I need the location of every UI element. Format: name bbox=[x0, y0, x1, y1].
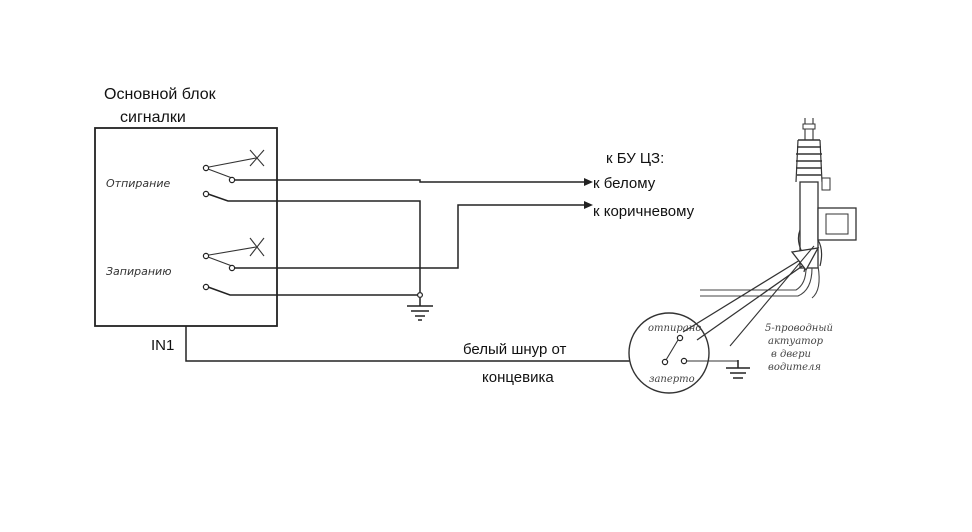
limit-switch-wire-label-line2: концевика bbox=[482, 369, 554, 386]
main-unit-title-line1: Основной блок bbox=[104, 86, 217, 103]
limit-switch-wire-label-line1: белый шнур от bbox=[463, 341, 567, 358]
actuator-label-line4: водителя bbox=[768, 362, 821, 373]
lock-relay-switch bbox=[202, 237, 265, 291]
actuator-label-line1: 5-проводный bbox=[765, 323, 833, 334]
central-lock-brown-label: к коричневому bbox=[593, 203, 695, 220]
wire-unlock-common-to-ground bbox=[207, 193, 421, 292]
unlock-relay-switch bbox=[202, 149, 265, 198]
central-lock-white-label: к белому bbox=[593, 175, 656, 192]
main-unit-box bbox=[94, 127, 278, 327]
unlock-relay-label: Отпирание bbox=[106, 177, 170, 190]
main-unit-title-line2: сигналки bbox=[120, 109, 186, 126]
limit-switch-lock-mark: заперто bbox=[649, 374, 695, 385]
input-label: IN1 bbox=[151, 337, 174, 354]
wire-lock-common-to-ground bbox=[207, 286, 420, 296]
wire-unlock-to-white bbox=[235, 178, 593, 186]
actuator-label-line3: в двери bbox=[771, 349, 811, 360]
actuator-label-line2: актуатор bbox=[768, 336, 824, 347]
central-lock-heading: к БУ ЦЗ: bbox=[606, 150, 664, 167]
lock-relay-label: Запиранию bbox=[106, 265, 171, 278]
limit-switch-unlock-mark: отпирано bbox=[648, 323, 701, 334]
wire-lock-to-brown bbox=[235, 201, 593, 269]
ground-icon bbox=[726, 360, 750, 379]
actuator-icon bbox=[700, 118, 857, 299]
limit-switch-to-actuator-arrow bbox=[682, 245, 820, 347]
ground-icon bbox=[407, 292, 433, 321]
wire-in1-to-limit-switch bbox=[185, 326, 663, 362]
